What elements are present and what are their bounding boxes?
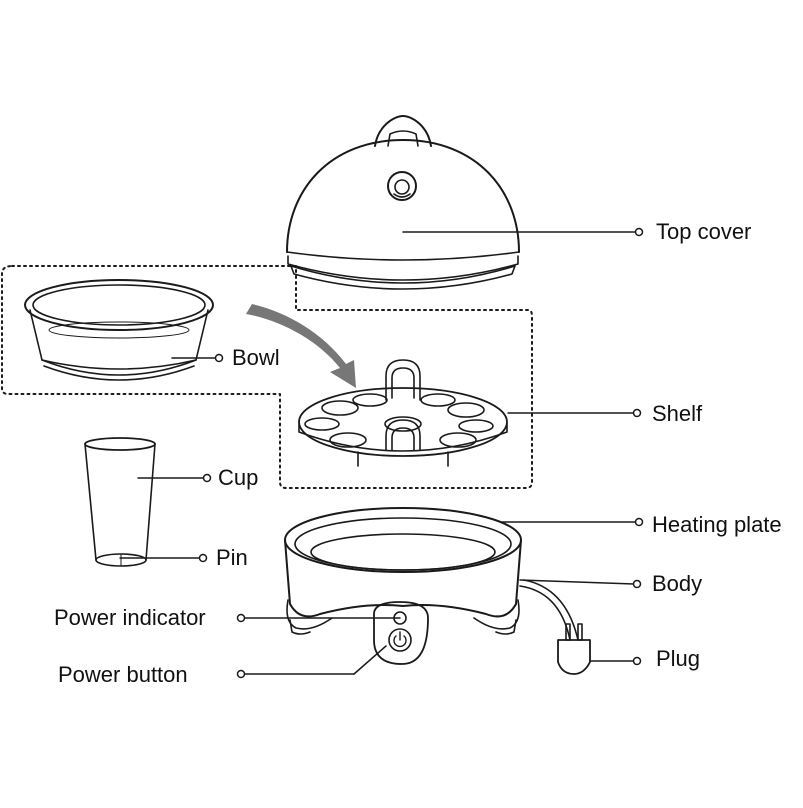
label-cup: Cup — [218, 465, 259, 490]
label-shelf: Shelf — [652, 401, 703, 426]
label-power-button: Power button — [58, 662, 188, 687]
label-body: Body — [652, 571, 703, 596]
cup — [84, 437, 156, 567]
shelf — [298, 359, 508, 467]
label-heating-plate: Heating plate — [652, 512, 782, 537]
label-top-cover: Top cover — [656, 219, 752, 244]
leader-dots — [198, 227, 644, 679]
top-cover — [286, 115, 520, 290]
bowl — [24, 279, 214, 381]
base-body — [284, 507, 579, 665]
label-plug: Plug — [656, 646, 701, 671]
power-icon — [393, 631, 407, 648]
assembly-arrow — [246, 304, 356, 388]
accessory-group-outline — [1, 265, 533, 489]
label-bowl: Bowl — [232, 345, 280, 370]
label-pin: Pin — [216, 545, 248, 570]
plug — [557, 623, 591, 675]
label-power-indicator: Power indicator — [54, 605, 206, 630]
leader-lines — [119, 231, 637, 675]
